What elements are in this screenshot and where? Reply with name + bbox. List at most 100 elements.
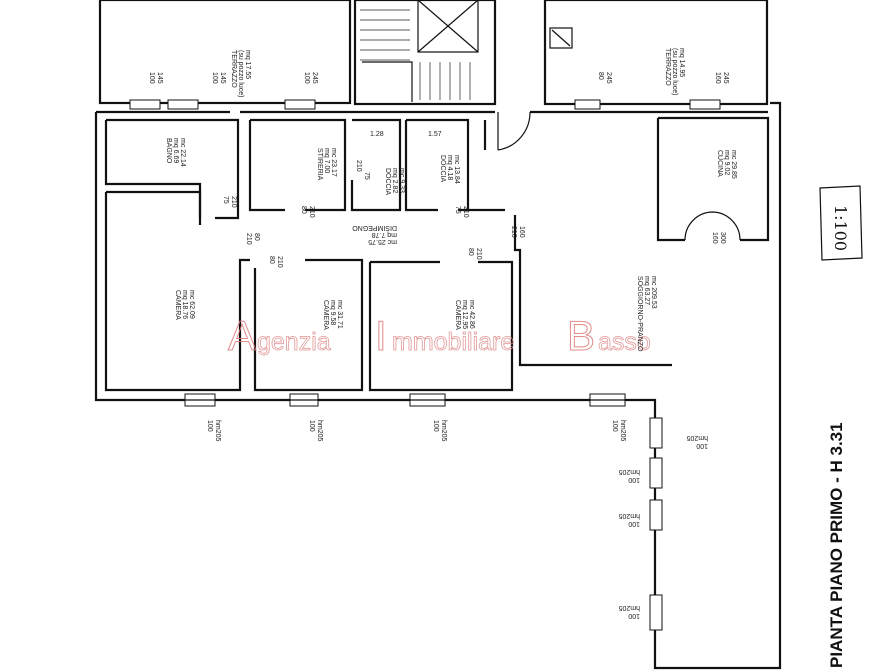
svg-text:DOCCIA: DOCCIA [439, 155, 446, 183]
svg-text:80: 80 [268, 256, 275, 264]
svg-text:hm205: hm205 [214, 420, 221, 442]
svg-text:mc 42.86: mc 42.86 [468, 300, 475, 329]
svg-text:80: 80 [300, 206, 307, 214]
watermark: A genzia I mmobiliare B asso [228, 312, 652, 360]
svg-text:PIANTA PIANO PRIMO - H 3.31: PIANTA PIANO PRIMO - H 3.31 [827, 422, 846, 668]
drawing-title: PIANTA PIANO PRIMO - H 3.31 [827, 422, 846, 668]
svg-text:1.28: 1.28 [370, 131, 384, 138]
label-soggiorno: SOGGIORNO-PRANZO mq 63.27 mc 209.53 [636, 276, 657, 352]
svg-text:1.57: 1.57 [428, 131, 442, 138]
cucina-door [684, 211, 741, 241]
svg-text:160: 160 [711, 232, 718, 244]
svg-text:DISIMPEGNO: DISIMPEGNO [352, 224, 397, 231]
svg-text:hm205: hm205 [619, 420, 626, 442]
chimney-box [549, 27, 573, 49]
svg-text:DOCCIA: DOCCIA [384, 168, 391, 196]
svg-text:CAMERA: CAMERA [322, 300, 329, 330]
svg-text:75: 75 [454, 206, 461, 214]
svg-text:BAGNO: BAGNO [165, 138, 172, 164]
svg-text:asso: asso [598, 328, 651, 356]
svg-text:210: 210 [355, 160, 362, 172]
svg-text:mc 31.71: mc 31.71 [336, 300, 343, 329]
stair-well [353, 0, 497, 106]
wall-camera3 [368, 260, 514, 392]
svg-text:mmobiliare: mmobiliare [392, 328, 514, 356]
wall-doccia1 [350, 118, 402, 212]
wall-bagno [104, 118, 240, 220]
svg-text:145: 145 [219, 72, 226, 84]
svg-text:80: 80 [253, 233, 260, 241]
svg-text:(su pozzo luce): (su pozzo luce) [237, 50, 244, 97]
svg-text:CUCINA: CUCINA [716, 150, 723, 177]
svg-text:100: 100 [611, 420, 618, 432]
svg-text:100: 100 [628, 520, 640, 527]
svg-text:100: 100 [148, 72, 155, 84]
wall-terrazzo-right [543, 0, 769, 106]
svg-text:100: 100 [628, 612, 640, 619]
svg-text:mq 18.76: mq 18.76 [181, 290, 188, 319]
svg-text:210: 210 [475, 248, 482, 260]
wall-stireria [248, 118, 347, 212]
svg-text:CAMERA: CAMERA [174, 290, 181, 320]
scale-box: 1:100 [819, 185, 863, 261]
svg-text:75: 75 [363, 172, 370, 180]
svg-text:1:100: 1:100 [831, 205, 850, 251]
windows-right [649, 417, 663, 631]
svg-text:210: 210 [230, 196, 237, 208]
wall-cucina [656, 116, 770, 242]
svg-text:210: 210 [462, 206, 469, 218]
wall-terrazzo-left [98, 0, 352, 105]
svg-text:SOGGIORNO-PRANZO: SOGGIORNO-PRANZO [636, 276, 643, 352]
svg-text:245: 245 [605, 72, 612, 84]
svg-text:B: B [567, 312, 595, 359]
svg-text:100: 100 [206, 420, 213, 432]
svg-text:100: 100 [303, 72, 310, 84]
svg-text:hm205: hm205 [618, 512, 640, 519]
svg-text:210: 210 [245, 233, 252, 245]
svg-text:STIRERIA: STIRERIA [316, 148, 323, 181]
svg-text:TERRAZZO: TERRAZZO [664, 48, 671, 86]
label-camera3: CAMERA mq 12.95 mc 42.86 [454, 300, 475, 330]
wall-camera1 [104, 190, 250, 392]
label-disimpegno: DISIMPEGNO mq 7.78 mc 25.75 [352, 224, 397, 245]
windows-top [129, 99, 721, 110]
svg-text:hm205: hm205 [686, 434, 708, 441]
svg-text:mq 7.00: mq 7.00 [323, 148, 330, 173]
svg-text:TERRAZZO: TERRAZZO [230, 50, 237, 88]
svg-text:(su pozzo luce): (su pozzo luce) [671, 48, 678, 95]
label-terrazzo-right: TERRAZZO (su pozzo luce) mq 14.95 [664, 48, 685, 95]
label-camera2: CAMERA mq 9.58 mc 31.71 [322, 300, 343, 330]
svg-text:160: 160 [714, 72, 721, 84]
svg-text:245: 245 [722, 72, 729, 84]
svg-text:100: 100 [432, 420, 439, 432]
svg-text:mc 25.75: mc 25.75 [368, 238, 397, 245]
windows-bottom [184, 393, 626, 407]
svg-text:I: I [375, 312, 387, 359]
svg-text:300: 300 [719, 232, 726, 244]
svg-text:210: 210 [510, 226, 517, 238]
label-terrazzo-left: TERRAZZO (su pozzo luce) mq 17.55 [230, 50, 251, 97]
svg-text:mq 9.02: mq 9.02 [723, 150, 730, 175]
svg-text:mc 209.53: mc 209.53 [650, 276, 657, 309]
wall-corridor [513, 215, 672, 367]
wall-outer [94, 101, 782, 670]
svg-text:245: 245 [311, 72, 318, 84]
svg-text:mq 7.78: mq 7.78 [372, 231, 397, 238]
svg-text:mq 2.82: mq 2.82 [391, 168, 398, 193]
svg-text:mc 9.33: mc 9.33 [398, 168, 405, 193]
entry-door [497, 111, 531, 151]
svg-text:hm205: hm205 [618, 468, 640, 475]
svg-text:mc 62.09: mc 62.09 [188, 290, 195, 319]
svg-text:hm205: hm205 [316, 420, 323, 442]
svg-text:mc 23.17: mc 23.17 [330, 148, 337, 177]
svg-text:hm205: hm205 [440, 420, 447, 442]
svg-text:mc 22.14: mc 22.14 [179, 138, 186, 167]
svg-text:mq 17.55: mq 17.55 [244, 50, 251, 79]
svg-text:mq 12.95: mq 12.95 [461, 300, 468, 329]
svg-text:mc 13.84: mc 13.84 [453, 155, 460, 184]
svg-text:hm205: hm205 [618, 604, 640, 611]
svg-text:210: 210 [276, 256, 283, 268]
svg-text:genzia: genzia [257, 328, 331, 356]
